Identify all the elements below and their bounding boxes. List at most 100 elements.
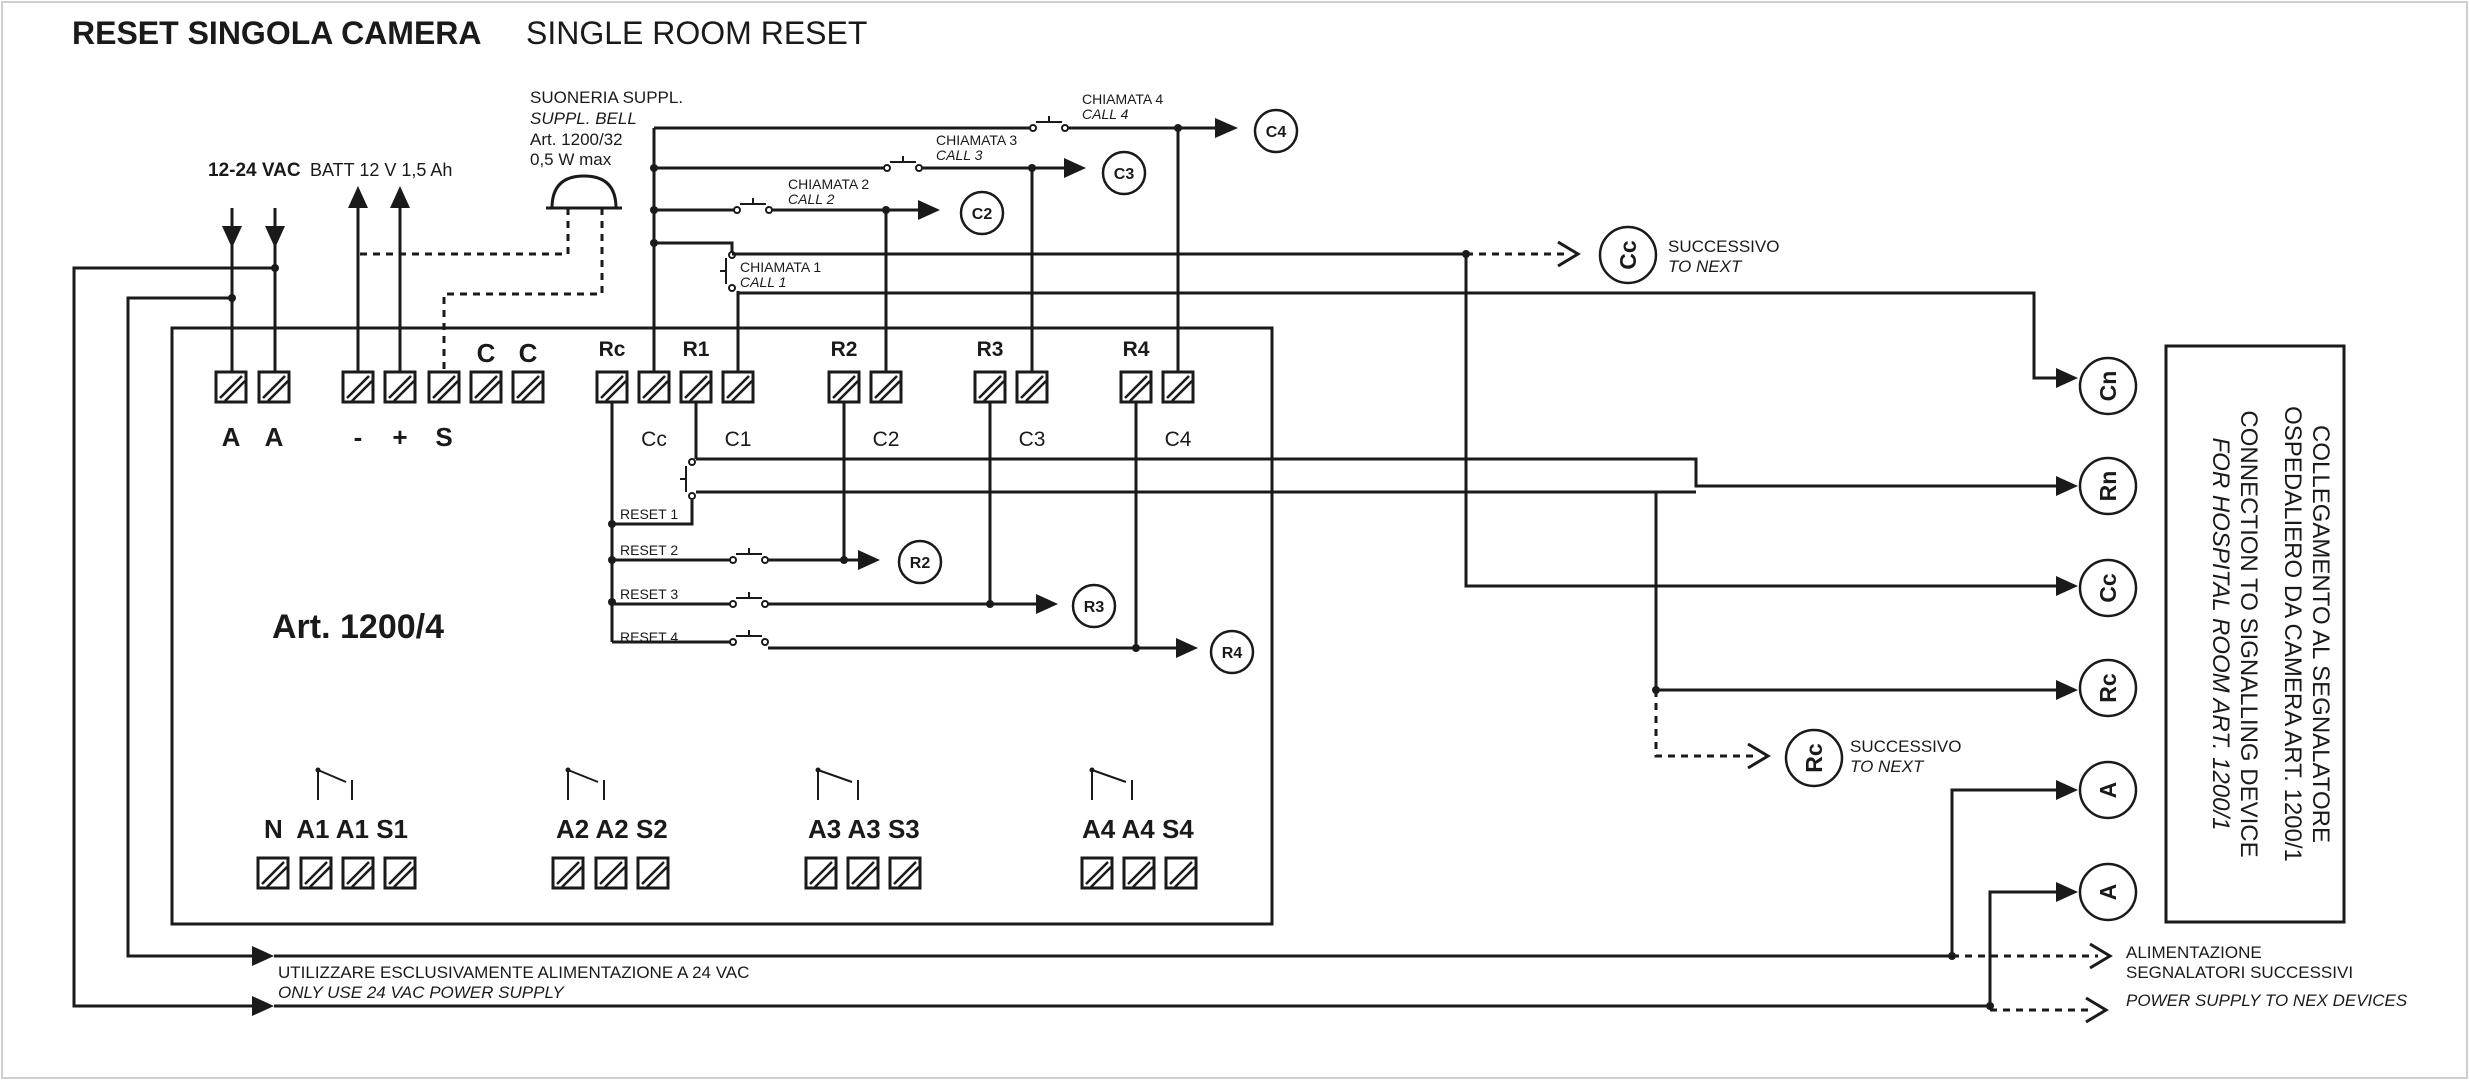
term-label-call2: C2 — [873, 428, 900, 451]
call3-it: CHIAMATA 3 — [936, 132, 1017, 148]
circle-cc-next — [1598, 225, 1658, 285]
vac-label: 12-24 VAC — [208, 160, 301, 181]
right-circle-a1 — [2078, 760, 2138, 820]
call2-it: CHIAMATA 2 — [788, 176, 869, 192]
reset1-wire-a — [612, 500, 694, 526]
term-label-r4: R4 — [1123, 338, 1150, 361]
cn-wire — [738, 291, 2056, 380]
next-supply-it2: SEGNALATORI SUCCESSIVI — [2126, 963, 2353, 982]
supply-loop-outer — [72, 266, 275, 1008]
circle-r2-label: R2 — [910, 555, 931, 572]
device-line3: CONNECTION TO SIGNALLING DEVICE — [2235, 410, 2262, 857]
supply-note-en: ONLY USE 24 VAC POWER SUPPLY — [278, 983, 565, 1002]
term-label-minus: - — [354, 422, 363, 452]
title-light: SINGLE ROOM RESET — [526, 15, 867, 51]
rc-bus-wire — [1654, 492, 2056, 692]
reset2-arrow — [858, 550, 880, 570]
supply-a2-wire — [274, 890, 2056, 1008]
supply-a1-wire — [274, 788, 2056, 958]
module-box — [170, 326, 1274, 926]
right-circle-rn-label: Rn — [2095, 471, 2121, 502]
bell-line4: 0,5 W max — [530, 150, 612, 169]
term-label-call1: C1 — [725, 428, 752, 451]
bell-wire-neg — [358, 208, 570, 256]
supply-loop-inner — [126, 296, 252, 958]
call3-en: CALL 3 — [936, 147, 983, 163]
rc-successivo: SUCCESSIVO — [1850, 737, 1961, 756]
cn-arrow — [2056, 368, 2078, 388]
reset2-label: RESET 2 — [620, 542, 678, 558]
circle-r3 — [1071, 583, 1117, 629]
term-label-s: S — [435, 422, 452, 452]
right-circle-rn — [2078, 456, 2138, 516]
call4-it: CHIAMATA 4 — [1082, 91, 1163, 107]
circle-c2-label: C2 — [972, 206, 993, 223]
bell-line1: SUONERIA SUPPL. — [530, 88, 683, 107]
bottom-terminal-row — [256, 856, 1198, 890]
circle-c4-label: C4 — [1266, 124, 1287, 141]
rc-next-arrow — [1747, 742, 1771, 770]
article-label: Art. 1200/4 — [272, 608, 444, 646]
term-label-a2: A — [265, 422, 284, 452]
right-circle-cn — [2078, 356, 2138, 416]
term-label-r1: R1 — [683, 338, 710, 361]
supply-next-arrow-1 — [2089, 942, 2113, 970]
circle-c3 — [1101, 150, 1147, 196]
reset4-label: RESET 4 — [620, 629, 678, 645]
supply-a1-arrow — [2056, 780, 2078, 800]
cc-to-next: TO NEXT — [1668, 257, 1743, 276]
relay-3 — [815, 767, 859, 800]
relay-4 — [1089, 767, 1133, 800]
relay-1 — [315, 767, 353, 800]
right-circle-a2 — [2078, 862, 2138, 922]
circle-r4-label: R4 — [1222, 645, 1243, 662]
reset1-label: RESET 1 — [620, 506, 678, 522]
bell-line3: Art. 1200/32 — [530, 130, 623, 149]
call2-arrow — [918, 200, 940, 220]
device-box — [2164, 344, 2346, 924]
term-label-c1: C — [477, 338, 496, 368]
term-label-a1: A — [222, 422, 241, 452]
term-label-call3: C3 — [1019, 428, 1046, 451]
right-circle-cn-label: Cn — [2095, 371, 2121, 402]
reset3-label: RESET 3 — [620, 586, 678, 602]
supply-arrow-inner — [252, 946, 274, 966]
vac-arrow-1 — [222, 226, 242, 248]
right-circle-cc-label: Cc — [2095, 573, 2121, 603]
call4-arrow — [1215, 118, 1238, 138]
call1-wire-a — [654, 241, 734, 254]
device-line1: COLLEGAMENTO AL SEGNALATORE — [2307, 425, 2334, 843]
cc-bus-arrow — [2056, 576, 2078, 596]
right-circle-a1-label: A — [2095, 782, 2121, 799]
rc-next-dash — [1654, 690, 1754, 758]
bell-wire-s — [442, 208, 604, 372]
term-label-r2: R2 — [831, 338, 858, 361]
cc-successivo: SUCCESSIVO — [1668, 237, 1779, 256]
right-circle-rc-label: Rc — [2095, 673, 2121, 703]
term-label-cc: Cc — [641, 428, 667, 451]
reset4-arrow — [1176, 638, 1198, 658]
bottom-group2-label: A2 A2 S2 — [556, 814, 668, 844]
supply-arrow-outer — [252, 996, 274, 1016]
circle-rc-next — [1784, 728, 1844, 788]
next-supply-it1: ALIMENTAZIONE — [2126, 943, 2262, 962]
call4-en: CALL 4 — [1082, 106, 1129, 122]
call2-en: CALL 2 — [788, 191, 835, 207]
device-line4: FOR HOSPITAL ROOM ART. 1200/1 — [2207, 437, 2234, 830]
circle-cc-next-label: Cc — [1615, 240, 1641, 270]
circle-c3-label: C3 — [1114, 166, 1135, 183]
bottom-group3-label: A3 A3 S3 — [808, 814, 920, 844]
relay-2 — [565, 767, 605, 800]
rc-bus-arrow — [2056, 680, 2078, 700]
bell-line2: SUPPL. BELL — [530, 109, 637, 128]
vac-arrow-2 — [265, 226, 285, 248]
term-label-rc: Rc — [599, 338, 626, 361]
circle-c4 — [1253, 108, 1299, 154]
call1-en: CALL 1 — [740, 274, 786, 290]
supply-next-arrow-2 — [2085, 996, 2109, 1024]
device-text: COLLEGAMENTO AL SEGNALATORE OSPEDALIERO … — [2207, 406, 2334, 862]
right-circle-rc — [2078, 658, 2138, 718]
rn-arrow — [2056, 476, 2078, 496]
